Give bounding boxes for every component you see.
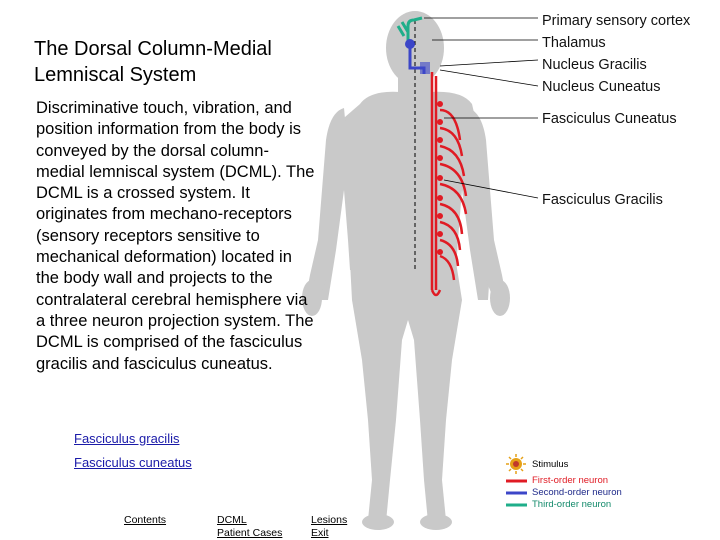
label-leader-lines [424, 17, 539, 199]
first-order-neuron-bodies [437, 101, 443, 255]
nav-lesions[interactable]: Lesions [311, 514, 348, 526]
link-fasciculus-gracilis[interactable]: Fasciculus gracilis [74, 431, 180, 446]
nav-exit[interactable]: Exit [311, 527, 329, 539]
legend-stimulus-label: Stimulus [532, 459, 569, 470]
label-primary-sensory-cortex: Primary sensory cortex [542, 13, 691, 29]
nav-dcml[interactable]: DCML [217, 514, 247, 526]
label-fasciculus-cuneatus: Fasciculus Cuneatus [542, 111, 677, 127]
nav-patient-cases[interactable]: Patient Cases [217, 527, 283, 539]
link-fasciculus-cuneatus[interactable]: Fasciculus cuneatus [74, 455, 192, 470]
description-text: Discriminative touch, vibration, and pos… [36, 99, 315, 373]
legend-first-order-label: First-order neuron [532, 475, 609, 486]
label-nucleus-gracilis: Nucleus Gracilis [542, 57, 647, 73]
legend-second-order-label: Second-order neuron [532, 487, 622, 498]
human-body-silhouette [302, 11, 510, 530]
label-thalamus: Thalamus [542, 35, 606, 51]
label-fasciculus-gracilis: Fasciculus Gracilis [542, 192, 663, 208]
thalamus-neuron [405, 39, 415, 49]
first-order-neuron-paths [430, 72, 468, 297]
third-order-neuron-path [396, 16, 423, 42]
label-nucleus-cuneatus: Nucleus Cuneatus [542, 79, 661, 95]
page-title: The Dorsal Column-Medial Lemniscal Syste… [34, 38, 272, 86]
stimulus-icon [506, 454, 526, 474]
nav-contents[interactable]: Contents [124, 514, 167, 526]
legend-third-order-label: Third-order neuron [532, 499, 612, 510]
nucleus-block [420, 62, 430, 74]
legend [506, 454, 527, 507]
